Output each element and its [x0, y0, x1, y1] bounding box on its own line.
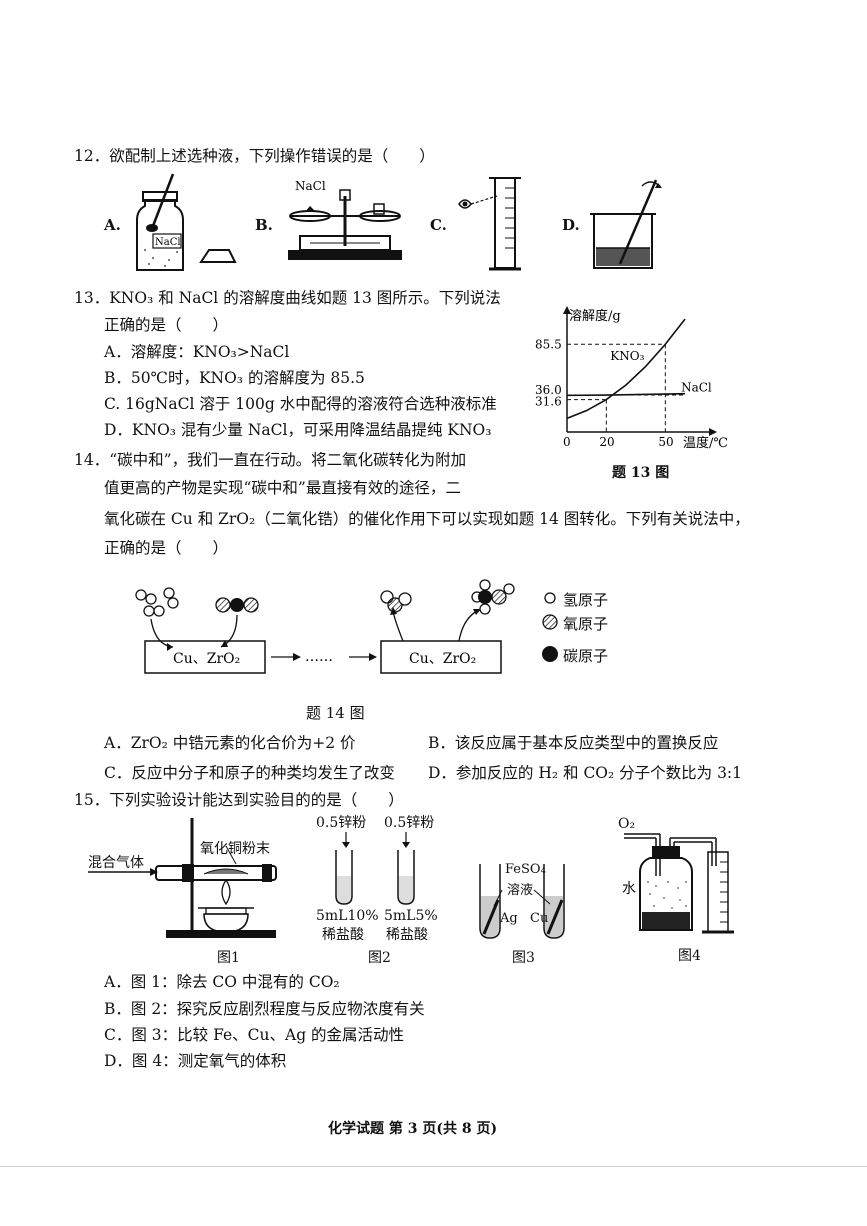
q14-option-d: D．参加反应的 H₂ 和 CO₂ 分子个数比为 3:1: [428, 764, 743, 782]
catalyst-box-2: Cu、ZrO₂: [409, 651, 476, 667]
figure-3-tubes: [479, 864, 565, 939]
q14-option-b: B．该反应属于基本反应类型中的置换反应: [428, 734, 719, 752]
q13-figure-caption: 题 13 图: [612, 465, 670, 481]
fig4-o2-label: O₂: [618, 816, 636, 832]
q12-option-d: D.: [562, 216, 580, 234]
q13-option-d: D．KNO₃ 混有少量 NaCl，可采用降温结晶提纯 KNO₃: [104, 421, 492, 439]
fig2-caption: 图2: [368, 950, 391, 966]
q15-option-b: B．图 2：探究反应剧烈程度与反应物浓度有关: [104, 1000, 425, 1018]
q14-stem-line3: 氧化碳在 Cu 和 ZrO₂（二氧化锆）的催化作用下可以实现如题 14 图转化。…: [104, 510, 750, 528]
chart-y-axis-label: 溶解度/g: [569, 308, 621, 324]
fig2-zinc-2: 0.5锌粉: [384, 815, 435, 831]
q14-option-c: C．反应中分子和原子的种类均发生了改变: [104, 764, 395, 782]
q13-option-a: A．溶解度：KNO₃>NaCl: [104, 343, 290, 361]
fig1-gas-label: 混合气体: [88, 855, 144, 871]
fig1-powder-label: 氧化铜粉末: [200, 841, 270, 857]
fig2-zinc-1: 0.5锌粉: [316, 815, 367, 831]
kno3-curve: [566, 318, 686, 420]
chart-x-tick-label: 0: [563, 435, 571, 449]
chart-y-tick-label: 31.6: [535, 395, 562, 409]
q12-figure-c: [458, 177, 521, 271]
process-dots: ……: [305, 649, 333, 665]
q14-stem-line1: 14．“碳中和”，我们一直在行动。将二氧化碳转化为附加: [74, 451, 467, 469]
q12-figure-b: NaCl: [288, 179, 402, 260]
figure-2-tubes: [335, 832, 415, 905]
fig2-acid-2b: 稀盐酸: [386, 927, 428, 943]
q12-option-c: C.: [430, 216, 447, 234]
q15-option-a: A．图 1：除去 CO 中混有的 CO₂: [104, 973, 340, 991]
q13-option-b: B．50℃时，KNO₃ 的溶解度为 85.5: [104, 369, 365, 387]
q13-stem-line2: 正确的是（ ）: [104, 316, 229, 334]
balance-nacl-label: NaCl: [295, 179, 326, 193]
legend-oxygen: 氧原子: [563, 615, 609, 633]
chart-y-tick-label: 36.0: [535, 383, 562, 397]
figure-1-apparatus: [88, 818, 277, 938]
q12-figure-a: NaCl: [136, 173, 237, 271]
hydrogen-molecules: [135, 587, 179, 617]
q15-option-d: D．图 4：测定氧气的体积: [104, 1052, 287, 1070]
fig3-solution-a: FeSO₄: [505, 862, 546, 877]
fig3-solution-b: 溶液: [507, 883, 534, 898]
fig3-caption: 图3: [512, 950, 535, 966]
page-footer: 化学试题 第 3 页(共 8 页): [328, 1121, 498, 1137]
fig4-caption: 图4: [678, 948, 701, 964]
solubility-chart: 溶解度/g 温度/℃ 0 20 50 85.5 36.031.6 KNO₃ NaCl: [535, 306, 728, 451]
fig2-acid-1b: 稀盐酸: [322, 927, 364, 943]
q15-stem: 15．下列实验设计能达到实验目的的是（ ）: [74, 791, 404, 809]
oxygen-atom-icon: [542, 614, 558, 630]
carbon-atom-icon: [542, 646, 558, 662]
q14-reaction-diagram: Cu、ZrO₂ …… Cu、ZrO₂: [135, 579, 515, 674]
fig3-ag-label: Ag: [500, 911, 518, 926]
q14-stem-line4: 正确的是（ ）: [104, 539, 229, 557]
catalyst-box-1: Cu、ZrO₂: [173, 651, 240, 667]
q12-stem: 12．欲配制上述选种液，下列操作错误的是（ ）: [74, 147, 435, 165]
fig1-caption: 图1: [217, 950, 240, 966]
chart-y-tick-label: 85.5: [535, 337, 562, 351]
chart-x-axis-label: 温度/℃: [683, 435, 728, 451]
figure-4-apparatus: [624, 833, 734, 934]
fig4-water-label: 水: [622, 881, 636, 897]
q14-figure-caption: 题 14 图: [306, 704, 365, 722]
fig2-acid-2a: 5mL5%: [384, 908, 438, 924]
q13-stem-line1: 13．KNO₃ 和 NaCl 的溶解度曲线如题 13 图所示。下列说法: [74, 289, 501, 307]
nacl-series-label: NaCl: [681, 380, 712, 394]
q15-option-c: C．图 3：比较 Fe、Cu、Ag 的金属活动性: [104, 1026, 405, 1044]
q14-stem-line2: 值更高的产物是实现“碳中和”最直接有效的途径，二: [104, 479, 461, 497]
chart-y-arrow: [563, 306, 571, 314]
hydrogen-atom-icon: [544, 592, 556, 604]
chart-x-tick-label: 20: [599, 435, 614, 449]
q13-option-c: C. 16gNaCl 溶于 100g 水中配得的溶液符合选种液标准: [104, 395, 497, 413]
kno3-series-label: KNO₃: [610, 349, 644, 363]
fig3-cu-label: Cu: [530, 911, 549, 926]
fig2-acid-1a: 5mL10%: [316, 908, 379, 924]
jar-nacl-label: NaCl: [155, 237, 181, 248]
q14-option-a: A．ZrO₂ 中锆元素的化合价为+2 价: [104, 734, 356, 752]
legend-hydrogen: 氢原子: [563, 591, 609, 609]
chart-x-tick-label: 50: [658, 435, 673, 449]
legend-carbon: 碳原子: [563, 647, 609, 665]
chart-x-arrow: [709, 428, 717, 436]
q12-figure-d: [590, 179, 662, 269]
footer-divider: [0, 1166, 867, 1167]
q12-option-b: B.: [255, 216, 273, 234]
q12-option-a: A.: [104, 216, 121, 234]
nacl-curve: [566, 392, 686, 397]
q14-legend-markers: [542, 592, 558, 662]
